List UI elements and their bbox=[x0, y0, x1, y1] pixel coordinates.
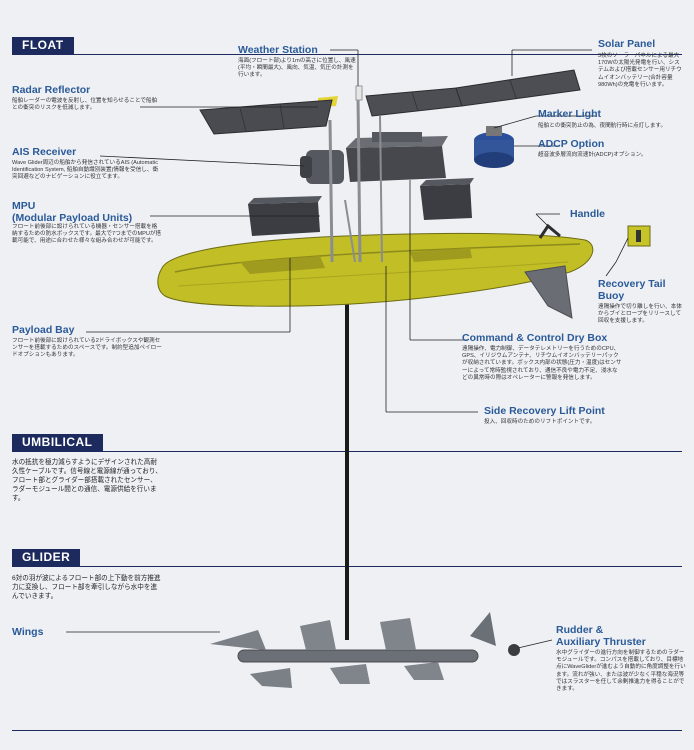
side-recovery-desc: 投入、回収時のためのリフトポイントです。 bbox=[484, 419, 596, 425]
solar-panel-desc: 3枚のソーラーパネルによる最大170Wの太陽光発電を行い、システムおよび搭載セン… bbox=[598, 53, 682, 88]
marker-light-title: Marker Light bbox=[538, 108, 602, 120]
adcp-shape bbox=[474, 126, 514, 168]
section-umbilical: UMBILICAL bbox=[12, 434, 103, 451]
wings-title: Wings bbox=[12, 626, 44, 638]
radar-reflector-desc: 船舶レーダーの電波を反射し、位置を知らせることで船舶との衝突のリスクを低減します… bbox=[12, 98, 158, 112]
handle-title: Handle bbox=[570, 208, 606, 220]
weather-station-title: Weather Station bbox=[238, 44, 318, 56]
payload-bay-desc: フロート前後部に設けられている2ドライボックスや観測センサーを搭載するためのスペ… bbox=[12, 338, 162, 359]
glider-desc: 6対の羽が波によるフロート部の上下動を前方推進力に変換し、フロート部を牽引しなが… bbox=[12, 575, 161, 600]
ais-receiver-desc: Wave Glider周辺の船舶から発信されているAIS (Automatic … bbox=[12, 160, 159, 181]
recovery-tail-buoy-title: Recovery Tail Buoy bbox=[598, 278, 666, 302]
marker-light-desc: 船舶との衝突防止の為、夜間航行時に点灯します。 bbox=[538, 123, 667, 129]
dry-box bbox=[346, 132, 448, 182]
fin bbox=[524, 265, 573, 319]
leader-lines bbox=[66, 49, 629, 649]
section-glider: GLIDER bbox=[12, 549, 81, 566]
solar-panels bbox=[199, 69, 581, 135]
adcp-option-title: ADCP Option bbox=[538, 138, 605, 150]
mpu-desc: フロート前後部に設けられている機器・センサー搭載を格納するための防水ボックスです… bbox=[12, 224, 162, 245]
ais-receiver-title: AIS Receiver bbox=[12, 146, 77, 158]
float-hull bbox=[157, 232, 594, 307]
mpu-boxes bbox=[248, 178, 474, 236]
recovery-tail-buoy-desc: 遠隔操作で切り離しを行い、本体からブイとロープをリリースして回収を支援します。 bbox=[598, 304, 682, 325]
command-control-desc: 遠隔操作、電力制御、データテレメトリーを行うためのCPU、GPS、イリジウムアン… bbox=[462, 346, 622, 381]
weather-station-desc: 海面(フロート部)より1mの高さに位置し、風速(平均・瞬間最大)、風向、気温、気… bbox=[238, 58, 356, 79]
mpu-title: MPU (Modular Payload Units) bbox=[12, 200, 133, 224]
command-control-title: Command & Control Dry Box bbox=[462, 332, 608, 344]
rudder-desc: 水中グライダーの進行方向を制御するためのラダーモジュールです。コンパスを搭載して… bbox=[556, 650, 686, 693]
glider-shape bbox=[210, 612, 520, 688]
payload-bay-title: Payload Bay bbox=[12, 324, 75, 336]
bottom-rule bbox=[12, 730, 682, 731]
section-float-rule bbox=[12, 54, 682, 55]
weather-station-shape bbox=[355, 85, 363, 101]
radar-reflector-title: Radar Reflector bbox=[12, 84, 91, 96]
recovery-buoy bbox=[627, 225, 651, 247]
adcp-option-desc: 超音波多層流向流速計(ADCP)オプション。 bbox=[538, 152, 647, 158]
section-float: FLOAT bbox=[12, 37, 74, 54]
umbilical-desc: 水の抵抗を極力減らすようにデザインされた高耐久性ケーブルです。信号線と電源線が通… bbox=[12, 459, 162, 502]
ais-receiver-shape bbox=[300, 150, 344, 184]
rudder-title: Rudder & Auxiliary Thruster bbox=[556, 624, 646, 648]
side-recovery-title: Side Recovery Lift Point bbox=[484, 405, 605, 417]
solar-panel-title: Solar Panel bbox=[598, 38, 656, 50]
